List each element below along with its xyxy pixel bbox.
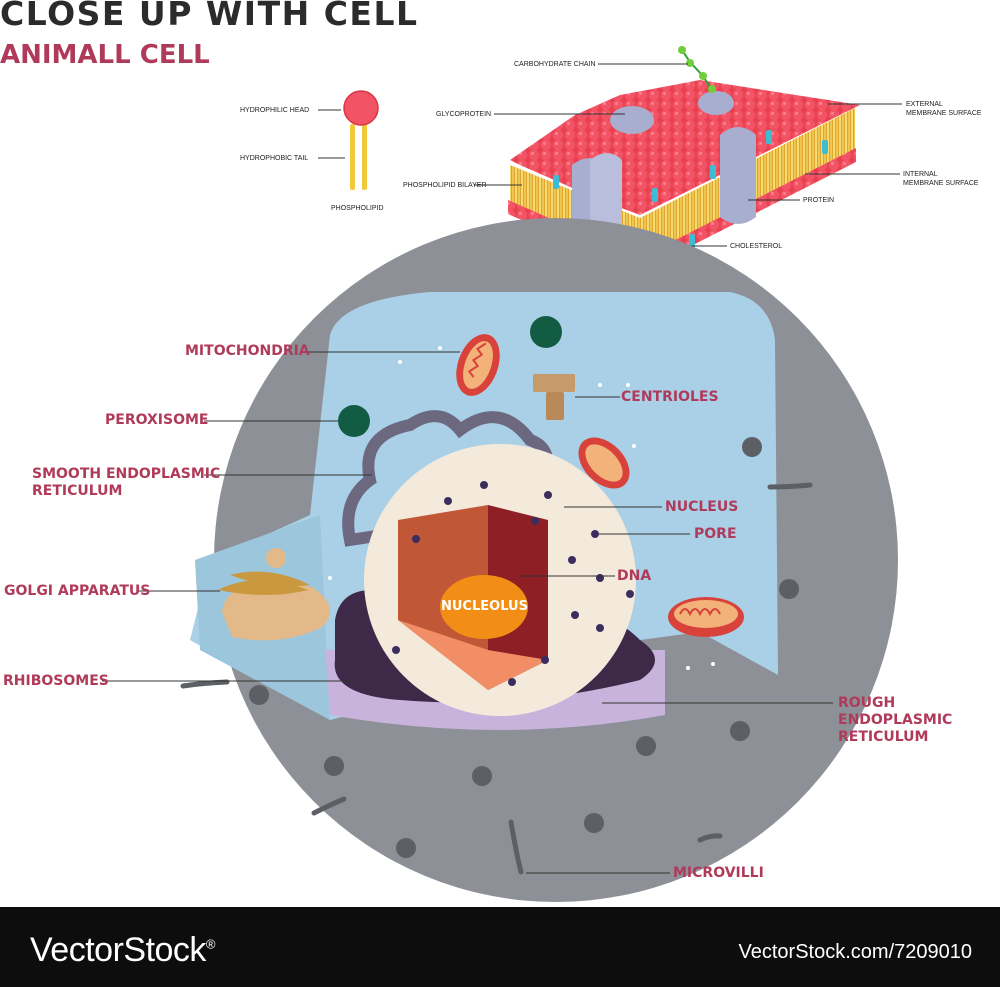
label-golgi: GOLGI APPARATUS	[4, 583, 151, 599]
phospholipid-icon	[318, 90, 379, 190]
nuclear-pores	[392, 481, 634, 686]
mitochondrion	[668, 597, 744, 637]
label-protein: PROTEIN	[803, 197, 835, 204]
label-glycoprotein: GLYCOPROTEIN	[436, 111, 492, 118]
label-leaders	[102, 351, 833, 874]
label-nucleus: NUCLEUS	[665, 499, 739, 515]
label-carbohydrate-chain: CARBOHYDRATE CHAIN	[514, 61, 596, 68]
vectorstock-logo: VectorStock®	[30, 931, 216, 969]
label-dna: DNA	[617, 568, 652, 584]
mitochondrion	[456, 334, 500, 396]
stock-id: VectorStock.com/7209010	[738, 941, 972, 963]
page-subtitle: ANIMALL CELL	[0, 40, 210, 70]
carbohydrate-chain	[678, 46, 716, 93]
glycoprotein-shape	[610, 106, 654, 134]
label-cholesterol: CHOLESTEROL	[730, 243, 783, 250]
label-hydrophobic-tail: HYDROPHOBIC TAIL	[240, 155, 309, 162]
page-title: CLOSE UP WITH CELL	[0, 0, 419, 33]
peroxisome	[530, 316, 562, 348]
label-microvilli: MICROVILLI	[673, 865, 764, 881]
centrioles-shape	[533, 374, 575, 420]
label-centrioles: CENTRIOLES	[621, 389, 719, 405]
label-peroxisome: PEROXISOME	[105, 412, 209, 428]
label-phospholipid-bilayer: PHOSPHOLIPID BILAYER	[403, 182, 487, 189]
label-pore: PORE	[694, 526, 737, 542]
label-nucleolus: NUCLEOLUS	[441, 599, 528, 614]
label-ribosomes: RHIBOSOMES	[3, 673, 109, 689]
surface-vesicles	[249, 437, 799, 858]
label-mitochondria: MITOCHONDRIA	[185, 343, 310, 359]
footer-bar: VectorStock® VectorStock.com/7209010	[0, 907, 1000, 987]
golgi-shape	[218, 548, 330, 641]
microvilli-shapes	[180, 482, 813, 875]
label-phospholipid: PHOSPHOLIPID	[331, 205, 384, 212]
peroxisome	[338, 405, 370, 437]
cell	[180, 218, 898, 902]
mitochondrion	[578, 437, 630, 489]
label-hydrophilic-head: HYDROPHILIC HEAD	[240, 107, 310, 114]
cell-diagram	[102, 46, 902, 902]
nucleolus-shape	[440, 575, 528, 639]
